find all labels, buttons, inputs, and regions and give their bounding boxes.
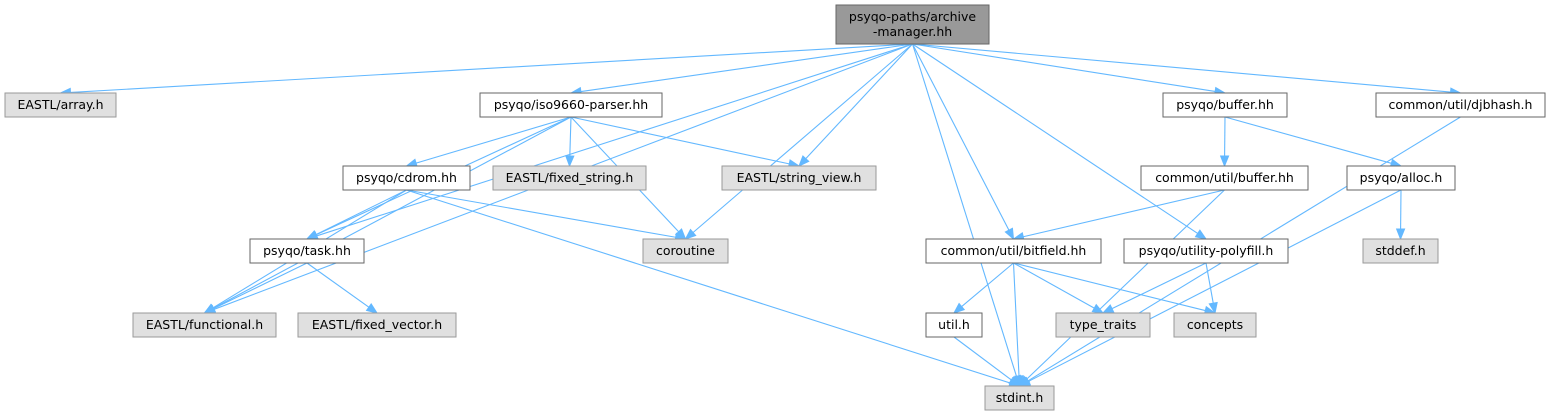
node-label: type_traits xyxy=(1070,317,1137,332)
node-type-traits: type_traits xyxy=(1055,312,1151,338)
edge-iso9660-to-functional xyxy=(203,116,572,314)
node-iso9660[interactable]: psyqo/iso9660-parser.hh xyxy=(479,92,663,118)
edge-task-to-fixed_vector xyxy=(306,262,379,314)
node-label: psyqo/alloc.h xyxy=(1360,170,1443,185)
node-label: common/util/bitfield.hh xyxy=(941,243,1087,258)
node-label: -manager.hh xyxy=(873,24,952,39)
node-label: common/util/buffer.hh xyxy=(1155,170,1294,185)
node-root: psyqo-paths/archive-manager.hh xyxy=(835,4,990,45)
node-label: EASTL/functional.h xyxy=(146,317,263,332)
node-label: common/util/djbhash.h xyxy=(1389,97,1533,112)
node-util-buffer[interactable]: common/util/buffer.hh xyxy=(1140,165,1309,191)
node-djbhash[interactable]: common/util/djbhash.h xyxy=(1375,92,1546,118)
edge-task-to-functional xyxy=(203,262,308,314)
edge-bitfield-to-concepts xyxy=(1013,262,1217,316)
node-alloc[interactable]: psyqo/alloc.h xyxy=(1346,165,1456,191)
node-fixed-vector: EASTL/fixed_vector.h xyxy=(297,312,457,338)
node-label: coroutine xyxy=(656,243,715,258)
edge-root-to-bitfield xyxy=(912,43,1015,241)
node-label: EASTL/string_view.h xyxy=(737,170,862,185)
node-label: EASTL/array.h xyxy=(17,97,103,112)
edge-root-to-djbhash xyxy=(912,43,1462,97)
edge-buffer_hh-to-alloc xyxy=(1224,116,1403,168)
edge-polyfill-to-type_traits xyxy=(1101,262,1207,314)
node-label: util.h xyxy=(938,317,970,332)
node-buffer-hh[interactable]: psyqo/buffer.hh xyxy=(1162,92,1288,118)
edge-root-to-coroutine xyxy=(684,43,913,240)
nodes-layer: psyqo-paths/archive-manager.hhEASTL/arra… xyxy=(4,4,1546,411)
edge-util_h-to-stdint xyxy=(953,336,1021,387)
node-functional: EASTL/functional.h xyxy=(132,312,277,338)
node-cdrom[interactable]: psyqo/cdrom.hh xyxy=(342,165,471,191)
edge-bitfield-to-stdint xyxy=(1012,262,1024,388)
node-task[interactable]: psyqo/task.hh xyxy=(249,238,365,264)
node-label: stddef.h xyxy=(1375,243,1425,258)
edge-util_buffer-to-bitfield xyxy=(1012,189,1225,242)
edge-cdrom-to-stdint xyxy=(406,189,1021,388)
node-fixed-string: EASTL/fixed_string.h xyxy=(492,165,647,191)
node-label: psyqo/buffer.hh xyxy=(1176,97,1274,112)
node-bitfield[interactable]: common/util/bitfield.hh xyxy=(925,238,1102,264)
node-coroutine: coroutine xyxy=(642,238,729,264)
edge-polyfill-to-concepts xyxy=(1205,262,1218,315)
node-string-view: EASTL/string_view.h xyxy=(721,165,877,191)
node-stddef: stddef.h xyxy=(1362,238,1439,264)
edge-buffer_hh-to-util_buffer xyxy=(1219,116,1230,168)
node-stdint: stdint.h xyxy=(984,385,1055,411)
node-label: EASTL/fixed_string.h xyxy=(506,170,634,185)
edge-root-to-string_view xyxy=(798,43,913,167)
node-label: psyqo-paths/archive xyxy=(849,9,977,24)
edge-iso9660-to-cdrom xyxy=(405,116,572,168)
node-label: psyqo/utility-polyfill.h xyxy=(1139,243,1274,258)
edge-bitfield-to-type_traits xyxy=(1013,262,1105,314)
node-label: stdint.h xyxy=(996,390,1044,405)
node-eastl-array: EASTL/array.h xyxy=(4,92,117,118)
node-label: concepts xyxy=(1187,317,1243,332)
edge-root-to-buffer_hh xyxy=(912,43,1227,97)
node-label: EASTL/fixed_vector.h xyxy=(312,317,442,332)
node-label: psyqo/iso9660-parser.hh xyxy=(494,97,648,112)
edge-root-to-eastl_array xyxy=(59,43,913,98)
node-polyfill[interactable]: psyqo/utility-polyfill.h xyxy=(1123,238,1289,264)
edge-alloc-to-stddef xyxy=(1395,189,1406,241)
edge-root-to-polyfill xyxy=(912,43,1208,240)
edge-cdrom-to-coroutine xyxy=(406,189,687,242)
node-concepts: concepts xyxy=(1173,312,1257,338)
node-label: psyqo/cdrom.hh xyxy=(356,170,457,185)
edge-util_buffer-to-stdint xyxy=(1018,189,1225,387)
node-util-h[interactable]: util.h xyxy=(925,312,983,338)
node-label: psyqo/task.hh xyxy=(263,243,351,258)
edge-iso9660-to-fixed_string xyxy=(565,116,575,168)
edge-bitfield-to-util_h xyxy=(952,262,1014,314)
